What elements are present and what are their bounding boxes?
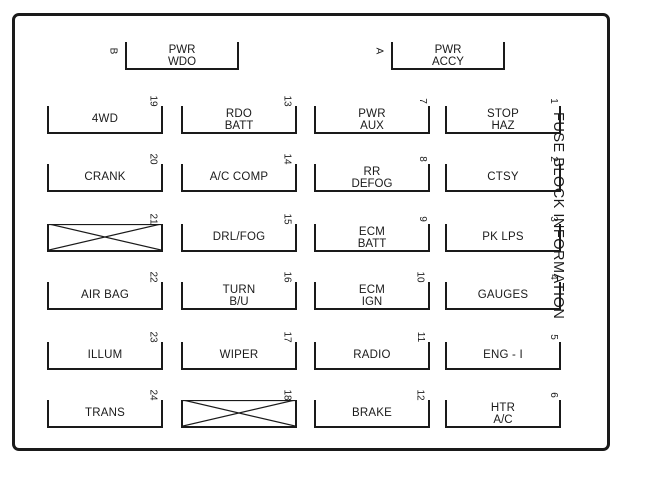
- fuse-number: 17: [281, 330, 293, 344]
- fuse-label: CTSY: [487, 171, 519, 183]
- fuse-number: 6: [548, 391, 560, 399]
- fuse-label: TRANS: [85, 407, 125, 419]
- fuse-label: STOP: [487, 108, 519, 120]
- fuse-number: 23: [147, 330, 159, 344]
- fuse-label: 4WD: [91, 113, 119, 125]
- fuse-label-line2: A/C: [493, 414, 513, 426]
- fuse-label-line2: IGN: [361, 296, 383, 308]
- fuse-number: B: [107, 47, 119, 55]
- fuse-number: 9: [417, 215, 429, 223]
- fuse-number: 16: [281, 270, 293, 284]
- fuse-number: 12: [414, 388, 426, 402]
- fuse-label: ILLUM: [87, 349, 123, 361]
- fuse-top-b: B PWR WDO: [107, 42, 239, 70]
- fuse-number: 24: [147, 388, 159, 402]
- fuse-label: CRANK: [84, 171, 126, 183]
- fuse-label: ECM: [358, 284, 386, 296]
- fuse-label: ECM: [358, 226, 386, 238]
- fuse-label: AIR BAG: [80, 289, 130, 301]
- fuse-number: 1: [548, 97, 560, 105]
- fuse-number: 11: [414, 330, 426, 344]
- fuse-number: 13: [281, 94, 293, 108]
- fuse-label: RADIO: [353, 349, 391, 361]
- fuse-label: BRAKE: [352, 407, 392, 419]
- fuse-label: PWR: [168, 44, 196, 56]
- fuse-number: 22: [147, 270, 159, 284]
- fuse-label: RDO: [225, 108, 253, 120]
- fuse-label-line2: B/U: [229, 296, 249, 308]
- fuse-number: 7: [417, 97, 429, 105]
- fuse-label: PWR: [358, 108, 386, 120]
- fuse-label-line2: ACCY: [432, 56, 464, 68]
- fuse-number: 8: [417, 155, 429, 163]
- fuse-label-line2: DEFOG: [351, 178, 393, 190]
- fuse-label: PK LPS: [482, 231, 524, 243]
- empty-slot-cross-icon: [183, 400, 295, 426]
- fuse-number: 10: [414, 270, 426, 284]
- fuse-label-line2: BATT: [357, 238, 387, 250]
- fuse-spare-slot: 18: [181, 388, 297, 428]
- fuse-top-a: A PWR ACCY: [373, 42, 505, 70]
- fuse-number: 14: [281, 152, 293, 166]
- fuse-label: WIPER: [219, 349, 259, 361]
- empty-slot-cross-icon: [49, 224, 161, 250]
- fuse-slot: 19 4WD: [47, 94, 163, 134]
- fuse-label-line2: BATT: [224, 120, 254, 132]
- fuse-label-line2: WDO: [167, 56, 197, 68]
- block-title: FUSE BLOCK INFORMATION: [550, 112, 570, 372]
- fuse-number: 19: [147, 94, 159, 108]
- fuse-label: RR: [363, 166, 381, 178]
- fuse-label: GAUGES: [477, 289, 529, 301]
- fuse-number: A: [373, 47, 385, 55]
- fuse-label-line2: AUX: [360, 120, 384, 132]
- fuse-label-line2: HAZ: [491, 120, 515, 132]
- fuse-label: TURN: [222, 284, 256, 296]
- fuse-label: A/C COMP: [209, 171, 269, 183]
- fuse-label: PWR: [434, 44, 462, 56]
- fuse-label: HTR: [490, 402, 516, 414]
- fuse-label: DRL/FOG: [212, 231, 266, 243]
- fuse-number: 15: [281, 212, 293, 226]
- block-title-text: FUSE BLOCK INFORMATION: [550, 112, 566, 320]
- fuse-spare-slot: 21: [47, 212, 163, 252]
- fuse-label: ENG - I: [483, 349, 523, 361]
- fuse-number: 20: [147, 152, 159, 166]
